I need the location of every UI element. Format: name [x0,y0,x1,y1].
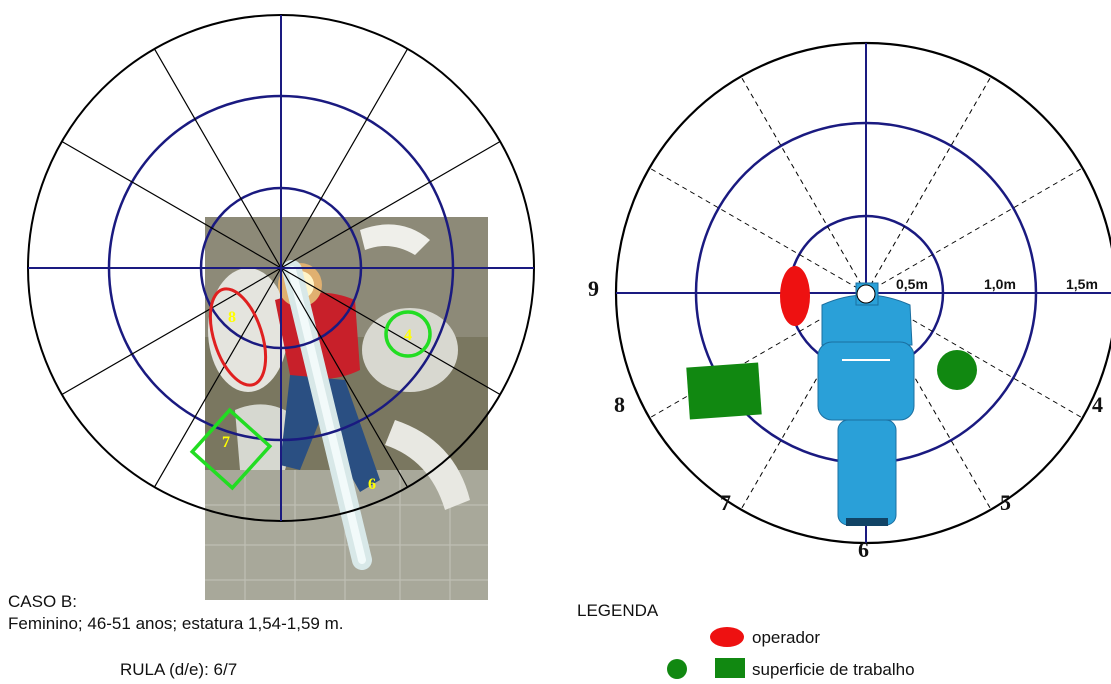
work-surface-marker-rect [686,362,762,420]
photo-label-8: 8 [228,309,236,326]
legend-surface-rect-swatch [715,658,745,678]
photo-label-6: 6 [368,476,376,493]
left-axes [28,15,534,521]
photo-label-7: 7 [222,434,230,451]
right-diagram: 9 8 7 6 5 4 0,5m 1,0m 1,5m [588,41,1111,562]
operator-zone-ring [208,287,268,387]
work-surface-zone-4 [384,310,432,358]
legend-operator-label: operador [752,628,820,647]
distance-label-1-5m: 1,5m [1066,276,1098,292]
legend-operator-swatch [710,627,744,647]
position-label-6: 6 [858,537,869,562]
right-radial-lines [649,76,1083,510]
distance-label-0-5m: 0,5m [896,276,928,292]
position-label-9: 9 [588,276,599,301]
distance-label-1-0m: 1,0m [984,276,1016,292]
legend: LEGENDA operador superficie de trabalho [577,601,915,679]
position-label-8: 8 [614,392,625,417]
photo-label-4: 4 [404,327,412,344]
rula-score: RULA (d/e): 6/7 [120,660,238,679]
work-surface-zone-7 [189,407,273,491]
left-diagram: 8 4 7 6 [27,14,535,600]
case-title: CASO B: [8,592,77,611]
patient-head-icon [856,284,876,304]
case-description: Feminino; 46-51 anos; estatura 1,54-1,59… [8,614,344,633]
position-label-4: 4 [1092,392,1103,417]
work-surface-marker-round [937,350,977,390]
clinic-photo [205,217,488,600]
dental-chair-top-view [817,282,915,526]
legend-surface-round-swatch [667,659,687,679]
operator-position-marker [780,266,810,326]
position-label-5: 5 [1000,490,1011,515]
legend-title: LEGENDA [577,601,659,620]
position-label-7: 7 [720,490,731,515]
legend-surface-label: superficie de trabalho [752,660,915,679]
left-radial-lines [61,48,501,488]
